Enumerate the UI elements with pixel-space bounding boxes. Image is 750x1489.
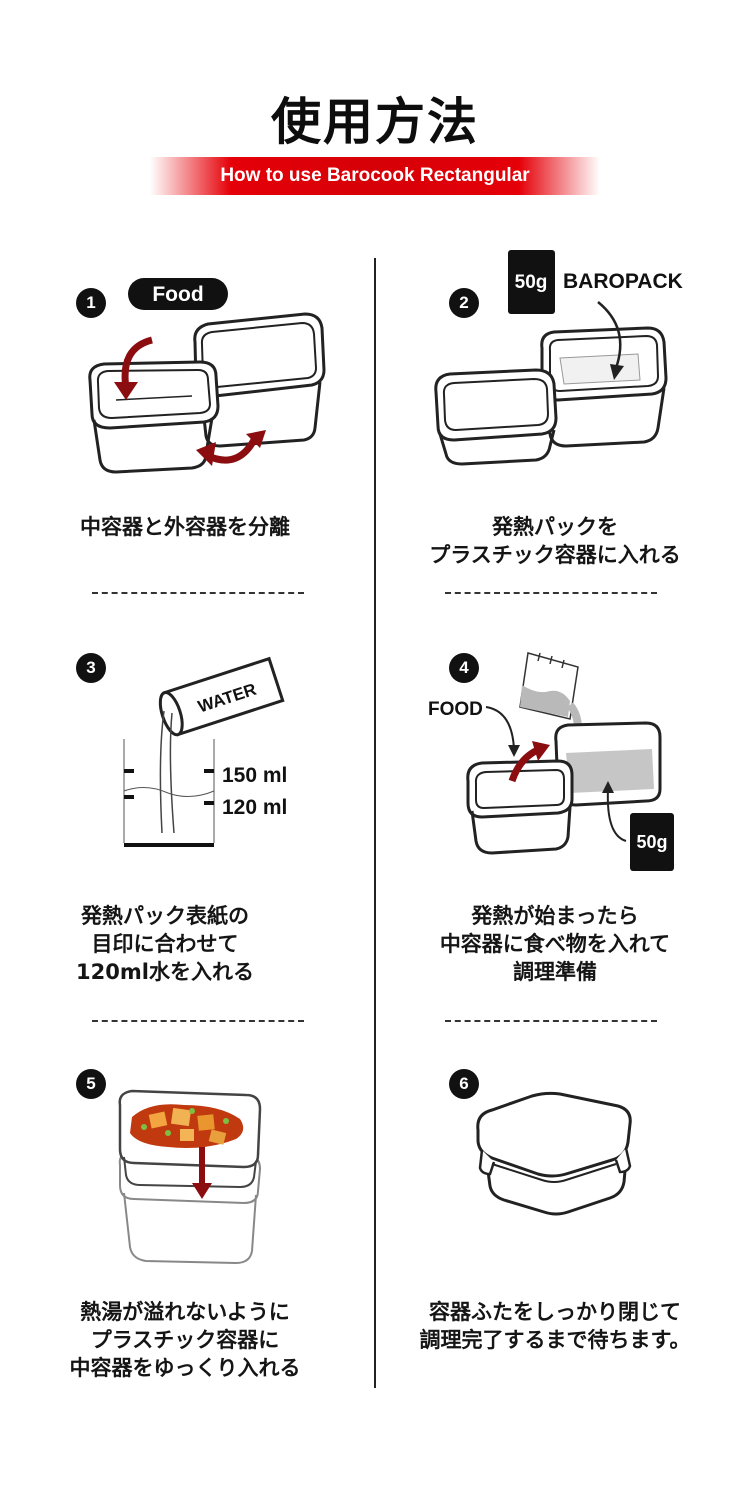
step-number-3: 3 — [76, 653, 106, 683]
caption-line: プラスチック容器に入れる — [429, 543, 681, 567]
subtitle-banner — [150, 157, 600, 195]
caption-line: 調理準備 — [513, 960, 597, 984]
lift-arrow — [121, 336, 154, 389]
baropack-weight: 50g — [515, 272, 548, 293]
baropack-pouch — [508, 250, 555, 314]
caption-line: 発熱が始まったら — [471, 904, 639, 928]
step-number-5: 5 — [76, 1069, 106, 1099]
caption-line: 発熱パックを — [492, 515, 618, 539]
step-3-caption: 発熱パック表紙の 目印に合わせて 120ml水を入れる — [30, 902, 300, 986]
step-number-2: 2 — [449, 288, 479, 318]
inner-container-with-food — [118, 1089, 262, 1189]
separate-arrow — [206, 434, 260, 464]
step-number-1: 1 — [76, 288, 106, 318]
inner-container — [466, 759, 574, 855]
caption-line: 120ml水を入れる — [76, 960, 254, 984]
pack-weight: 50g — [636, 832, 667, 852]
caption-line: 目印に合わせて — [91, 932, 239, 956]
outer-container — [540, 326, 668, 448]
inner-container — [88, 360, 220, 474]
step-5-caption: 熱湯が溢れないように プラスチック容器に 中容器をゆっくり入れる — [30, 1298, 340, 1382]
page-subtitle: How to use Barocook Rectangular — [220, 165, 530, 186]
mark-120ml: 120 ml — [222, 796, 287, 819]
caption-line: プラスチック容器に — [90, 1328, 280, 1352]
step-4-illustration: FOOD 50g — [428, 652, 674, 871]
insert-arrow — [597, 301, 622, 369]
step-1-illustration: Food — [88, 278, 326, 474]
water-cup: WATER — [158, 656, 285, 737]
caption-line: 熱湯が溢れないように — [80, 1300, 290, 1324]
water-level — [123, 787, 215, 797]
outer-container — [193, 312, 326, 450]
row-divider — [92, 592, 304, 594]
row-divider — [92, 1020, 304, 1022]
page-title: 使用方法 — [271, 93, 479, 151]
inner-container — [434, 368, 558, 466]
step-6-illustration — [476, 1091, 632, 1216]
pack-arrow — [606, 788, 627, 842]
pack-badge — [630, 813, 674, 871]
caption-line: 調理完了するまで待ちます。 — [419, 1328, 691, 1352]
step-6-caption: 容器ふたをしっかり閉じて 調理完了するまで待ちます。 — [390, 1298, 720, 1354]
caption-line: 発熱パック表紙の — [81, 904, 249, 928]
caption-line: 中容器をゆっくり入れる — [69, 1356, 301, 1380]
caption-line: 中容器に食べ物を入れて — [439, 932, 671, 956]
pouch-with-scale — [519, 652, 582, 746]
water-stream — [159, 710, 175, 834]
step-2-illustration: 50g BAROPACK — [434, 250, 683, 466]
food-tag-badge — [128, 278, 228, 310]
step-number-6: 6 — [449, 1069, 479, 1099]
row-divider — [445, 592, 657, 594]
food-tag-label: Food — [152, 283, 203, 306]
caption-line: 容器ふたをしっかり閉じて — [429, 1300, 681, 1324]
caption-line: 中容器と外容器を分離 — [80, 515, 290, 539]
step-5-illustration — [118, 1089, 262, 1265]
step-1-caption: 中容器と外容器を分離 — [40, 513, 330, 541]
step-4-caption: 発熱が始まったら 中容器に食べ物を入れて 調理準備 — [400, 902, 710, 986]
row-divider — [445, 1020, 657, 1022]
step-3-illustration: WATER 150 ml 120 ml — [123, 656, 287, 847]
mark-150ml: 150 ml — [222, 764, 287, 787]
step-number-4: 4 — [449, 653, 479, 683]
baropack-label: BAROPACK — [563, 270, 683, 293]
step-2-caption: 発熱パックを プラスチック容器に入れる — [400, 513, 710, 569]
column-divider — [374, 258, 376, 1388]
closed-container — [476, 1091, 632, 1216]
food-label: FOOD — [428, 699, 483, 720]
food-arrow — [485, 706, 515, 750]
